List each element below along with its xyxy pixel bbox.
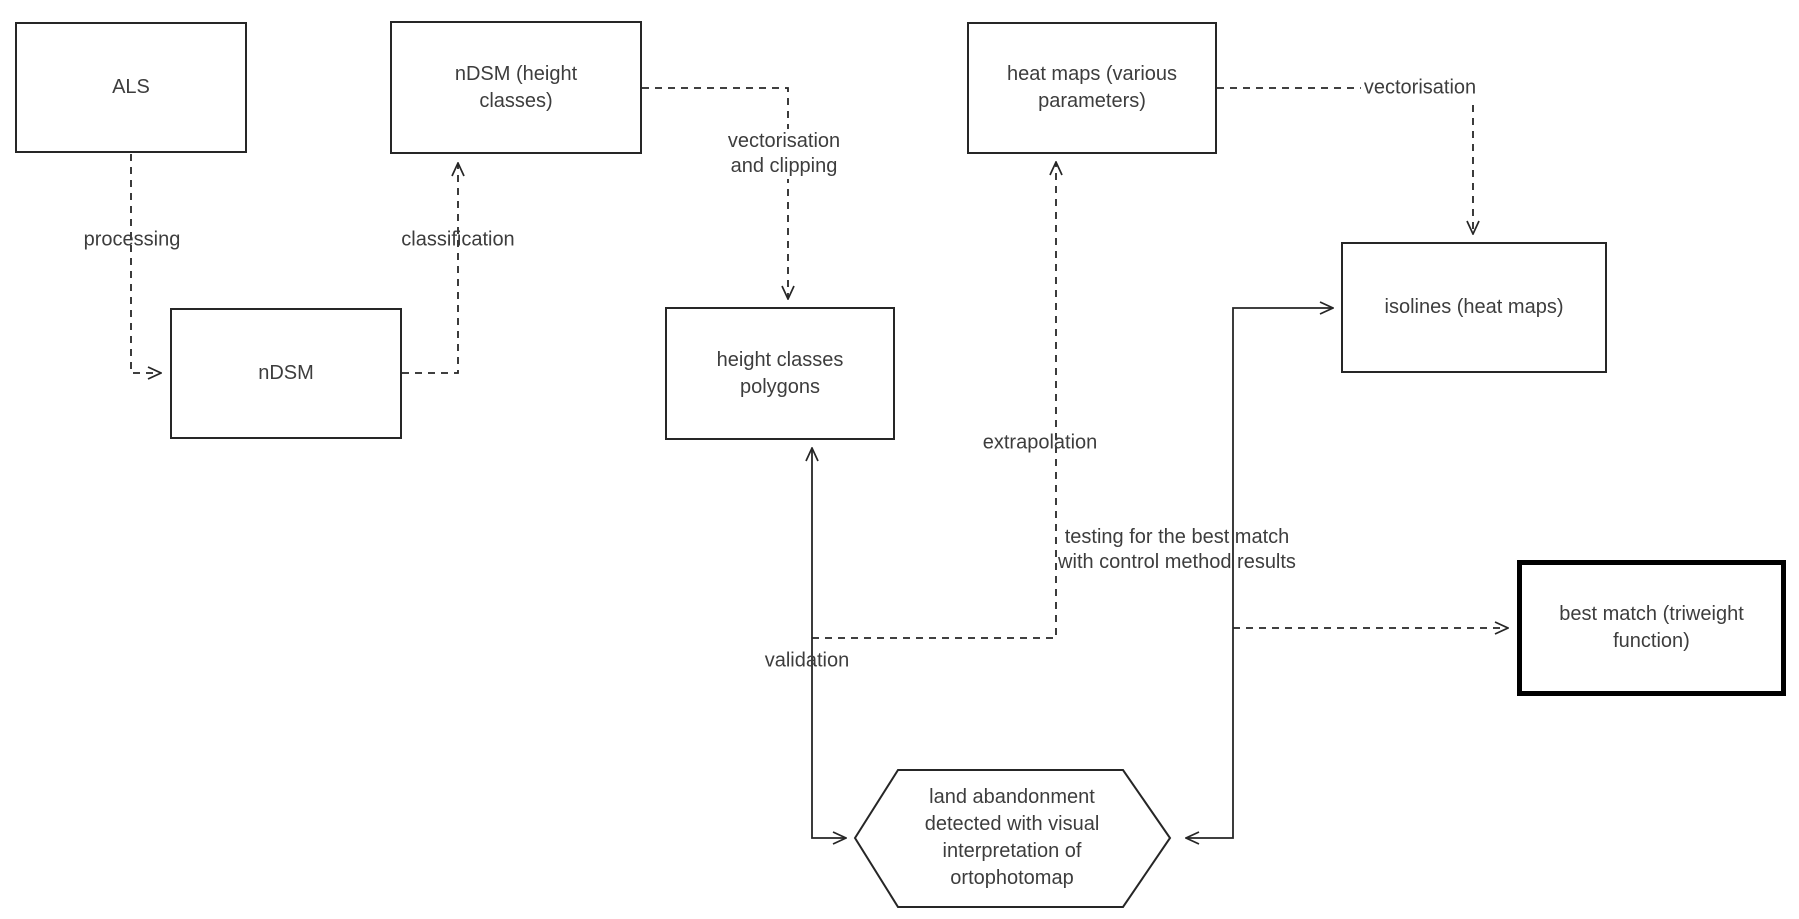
edge-vectorisation-clipping (642, 87, 788, 299)
edge-classification (402, 163, 458, 374)
label-classification: classification (401, 228, 515, 251)
edge-validation (812, 448, 846, 838)
node-heat-maps: heat maps (various parameters) (967, 22, 1217, 154)
label-validation: validation (764, 649, 850, 672)
label-processing: processing (83, 228, 181, 251)
edge-extrapolation (812, 162, 1056, 639)
node-isolines: isolines (heat maps) (1341, 242, 1607, 373)
node-land-abandonment-label: land abandonment detected with visual in… (924, 786, 1100, 889)
label-extrapolation: extrapolation (982, 431, 1098, 454)
edge-vectorisation (1217, 87, 1473, 234)
node-ndsm: nDSM (170, 308, 402, 439)
node-als: ALS (15, 22, 247, 153)
label-vectorisation-and-clipping: vectorisation and clipping (724, 129, 844, 179)
edge-testing (1186, 308, 1333, 838)
node-height-classes-polygons: height classes polygons (665, 307, 895, 440)
hexagon-land-abandonment-shape (853, 769, 1172, 908)
node-ndsm-height-classes: nDSM (height classes) (390, 21, 642, 154)
label-testing: testing for the best match with control … (1058, 526, 1296, 573)
edge-processing (130, 154, 161, 373)
label-vectorisation: vectorisation (1360, 75, 1480, 101)
node-best-match: best match (triweight function) (1517, 560, 1786, 696)
